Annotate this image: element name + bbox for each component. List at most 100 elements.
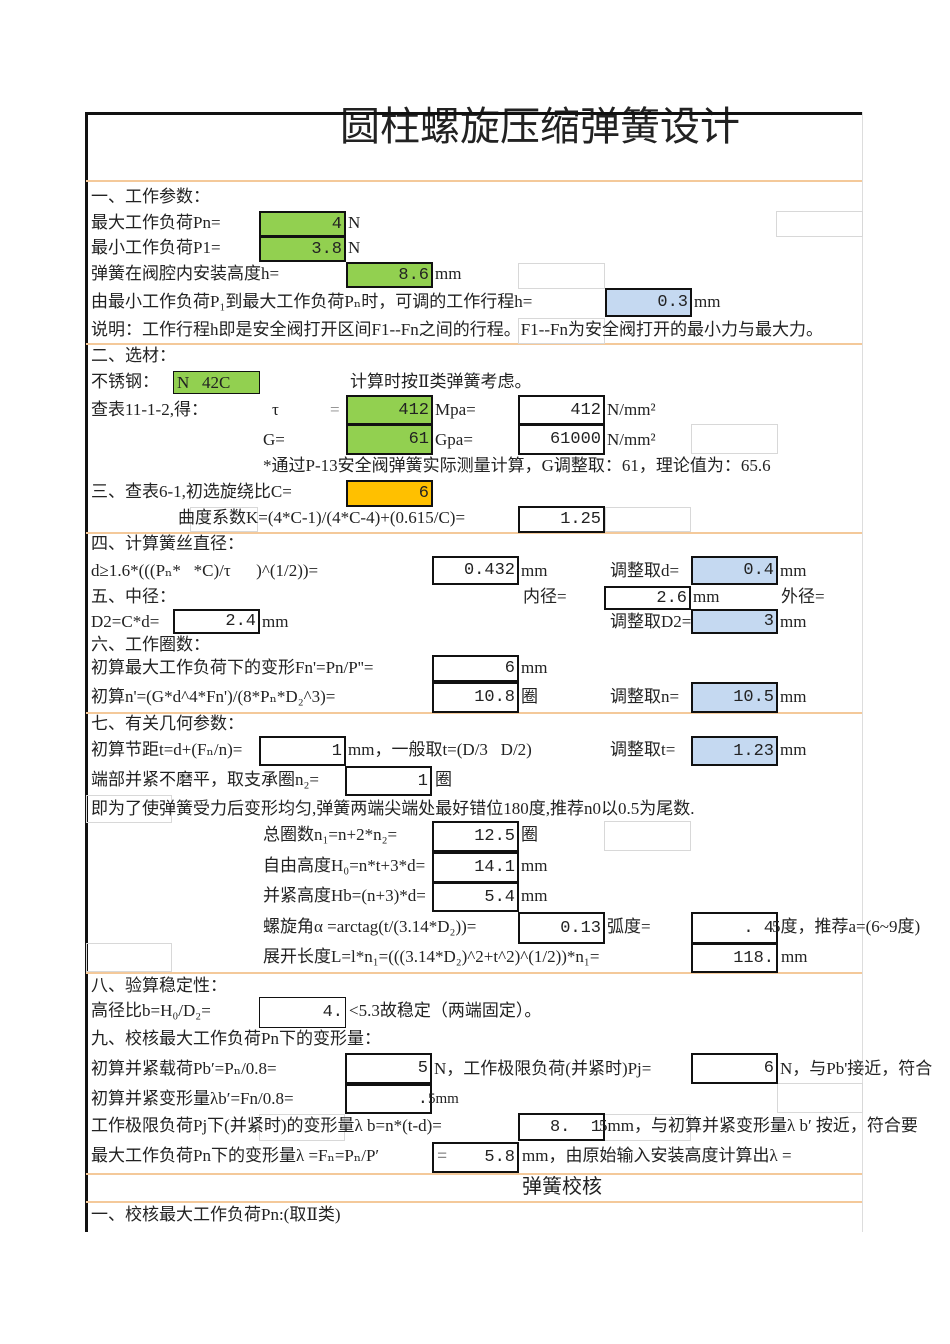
n2-label: 端部并紧不磨平，取支承圈n₂= bbox=[91, 770, 320, 789]
n-adjust-input[interactable]: 10.5 bbox=[691, 682, 778, 713]
d2-label: D2=C*d= bbox=[91, 612, 160, 631]
section-heading: 八、验算稳定性： bbox=[91, 976, 227, 995]
b-note: <5.3故稳定（两端固定）。 bbox=[349, 1001, 542, 1020]
t-adjust-input[interactable]: 1.23 bbox=[691, 736, 778, 766]
lb-label: 初算并紧变形量λb′=Fn/0.8= bbox=[91, 1089, 294, 1108]
frame-right-border bbox=[862, 112, 863, 1232]
section-heading: 二、选材： bbox=[91, 346, 176, 365]
tau-input[interactable]: 412 bbox=[346, 395, 433, 425]
steel-input[interactable]: N 42C bbox=[173, 371, 260, 394]
empty-cell[interactable] bbox=[518, 263, 605, 289]
length-value: 118. bbox=[691, 943, 778, 973]
alpha-label: 螺旋角α =arctag(t/(3.14*D₂))= bbox=[263, 917, 477, 936]
frame-top-border bbox=[86, 112, 863, 115]
hb-label: 并紧高度Hb=(n+3)*d= bbox=[263, 886, 426, 905]
empty-cell[interactable] bbox=[776, 211, 863, 237]
c-input[interactable]: 6 bbox=[346, 480, 433, 507]
pb-value: 5 bbox=[345, 1053, 432, 1084]
lb-unit: 5mm bbox=[428, 1091, 459, 1107]
t-adjust-unit: mm bbox=[780, 740, 807, 759]
g-input[interactable]: 61 bbox=[346, 424, 433, 455]
h0-label: 自由高度H₀=n*t+3*d= bbox=[263, 856, 426, 875]
alpha-value: 0.13 bbox=[518, 912, 605, 944]
section-heading: 四、计算簧丝直径： bbox=[91, 534, 244, 553]
t-value: 1 bbox=[259, 736, 346, 766]
ln-value: = 5.8 bbox=[432, 1142, 519, 1173]
tau-symbol: τ bbox=[272, 400, 279, 419]
inner-value: 2.6 bbox=[604, 586, 691, 610]
n1-unit: 圈 bbox=[521, 825, 538, 844]
t-label: 初算节距t=d+(Fₙ/n)= bbox=[91, 740, 243, 759]
tau-unit: Mpa= bbox=[435, 400, 476, 419]
section-heading: 九、校核最大工作负荷Pn下的变形量： bbox=[91, 1029, 381, 1048]
empty-cell[interactable] bbox=[86, 943, 172, 972]
empty-cell[interactable] bbox=[604, 821, 691, 851]
separator bbox=[86, 1173, 862, 1175]
p1-label: 最小工作负荷P1= bbox=[91, 238, 221, 257]
d2-adjust-input[interactable]: 3 bbox=[691, 609, 778, 634]
b-value: 4. bbox=[259, 997, 346, 1028]
alpha-unit: 弧度= bbox=[607, 917, 651, 936]
stroke-value[interactable]: 0.3 bbox=[605, 288, 692, 317]
empty-cell[interactable] bbox=[190, 507, 258, 532]
fn-unit: mm bbox=[521, 658, 548, 677]
pj-note: N，与Pb'接近，符合 bbox=[780, 1059, 933, 1078]
outer-label: 外径= bbox=[781, 587, 825, 606]
k-value: 1.25 bbox=[518, 506, 605, 533]
offset-note: 即为了使弹簧受力后变形均匀,弹簧两端尖端处最好错位180度,推荐n0以0.5为尾… bbox=[91, 799, 695, 818]
check-heading: 弹簧校核 bbox=[522, 1176, 602, 1198]
pb-label: 初算并紧载荷Pb′=Pₙ/0.8= bbox=[91, 1059, 277, 1078]
degree-value: . 4 bbox=[691, 912, 778, 944]
stroke-unit: mm bbox=[694, 292, 721, 311]
h-input[interactable]: 8.6 bbox=[346, 262, 433, 288]
lbj-value: 8. 1 bbox=[518, 1113, 605, 1141]
n-adjust-unit: mm bbox=[780, 687, 807, 706]
stroke-label: 由最小工作负荷P₁到最大工作负荷Pₙ时，可调的工作行程h= bbox=[91, 292, 533, 311]
d-label: d≥1.6*(((Pₙ* *C)/τ )^(1/2))= bbox=[91, 561, 319, 580]
inner-label: 内径= bbox=[523, 587, 567, 606]
empty-cell[interactable] bbox=[777, 1083, 863, 1113]
h-label: 弹簧在阀腔内安装高度h= bbox=[91, 264, 280, 283]
fn-value: 6 bbox=[432, 655, 519, 682]
d-adjust-unit: mm bbox=[780, 561, 807, 580]
d-adjust-label: 调整取d= bbox=[610, 561, 680, 580]
t-adjust-label: 调整取t= bbox=[610, 740, 676, 759]
g-converted: 61000 bbox=[518, 424, 605, 455]
length-label: 展开长度L=l*n₁=(((3.14*D₂)^2+t^2)^(1/2))*n₁= bbox=[263, 947, 600, 966]
d2-value: 2.4 bbox=[173, 609, 260, 634]
t-note: mm，一般取t=(D/3 D/2) bbox=[348, 740, 532, 759]
p1-input[interactable]: 3.8 bbox=[259, 236, 346, 262]
section-heading: 三、查表6-1,初选旋绕比C= bbox=[91, 482, 292, 501]
empty-cell[interactable] bbox=[518, 318, 605, 344]
separator bbox=[86, 180, 862, 182]
n-unit: 圈 bbox=[521, 687, 538, 706]
ln-number: 5.8 bbox=[484, 1148, 515, 1167]
n2-value: 1 bbox=[345, 766, 432, 796]
hb-unit: mm bbox=[521, 886, 548, 905]
fn-label: 初算最大工作负荷下的变形Fn'=Pn/P''= bbox=[91, 658, 374, 677]
empty-cell[interactable] bbox=[259, 1114, 345, 1141]
empty-cell[interactable] bbox=[86, 795, 172, 823]
empty-cell[interactable] bbox=[691, 424, 778, 454]
pn-label: 最大工作负荷Pn= bbox=[91, 213, 221, 232]
d-adjust-input[interactable]: 0.4 bbox=[691, 556, 778, 585]
n1-value: 12.5 bbox=[432, 821, 519, 852]
hb-value: 5.4 bbox=[432, 882, 519, 912]
empty-cell[interactable] bbox=[605, 507, 691, 532]
g-unit: Gpa= bbox=[435, 430, 473, 449]
k-label: 曲度系数K=(4*C-1)/(4*C-4)+(0.615/C)= bbox=[178, 508, 466, 527]
pj-value: 6 bbox=[691, 1053, 778, 1084]
check-item: 一、校核最大工作负荷Pn:(取Ⅱ类) bbox=[91, 1205, 341, 1224]
h-unit: mm bbox=[435, 264, 462, 283]
lb-value: . bbox=[345, 1084, 432, 1114]
tau-converted: 412 bbox=[518, 395, 605, 425]
ln-equals: = bbox=[437, 1148, 448, 1167]
h0-value: 14.1 bbox=[432, 852, 519, 883]
n2-unit: 圈 bbox=[435, 770, 452, 789]
ln-note: mm，由原始输入安装高度计算出λ = bbox=[522, 1146, 792, 1165]
note: 说明：工作行程h即是安全阀打开区间F1--Fn之间的行程。F1--Fn为安全阀打… bbox=[91, 320, 823, 339]
d-value: 0.432 bbox=[432, 556, 519, 585]
pn-input[interactable]: 4 bbox=[259, 211, 346, 237]
g-label: G= bbox=[263, 430, 285, 449]
separator bbox=[86, 712, 862, 714]
